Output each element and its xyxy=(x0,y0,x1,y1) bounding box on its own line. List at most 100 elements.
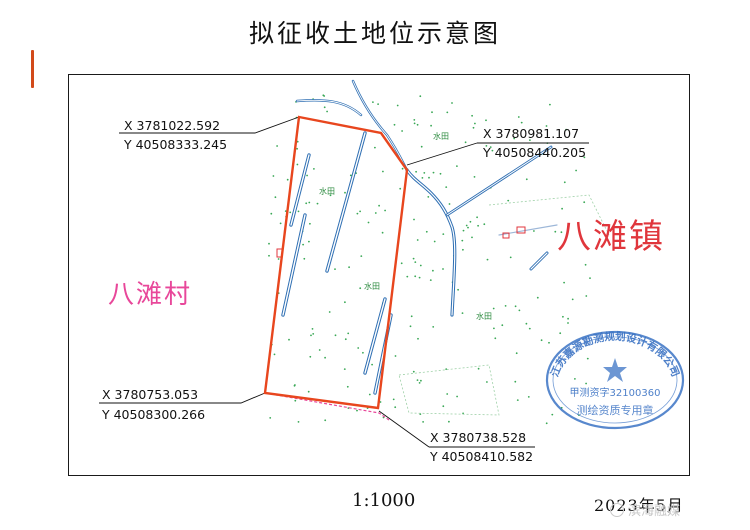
field-dot xyxy=(416,123,419,126)
field-dot xyxy=(425,230,428,233)
field-dot xyxy=(471,236,473,239)
field-dot xyxy=(471,114,473,117)
seal-bottom-text: 测绘资质专用章 xyxy=(577,403,654,417)
field-dot xyxy=(504,305,507,307)
field-dot xyxy=(323,95,326,97)
field-label-3: 水田 xyxy=(476,312,492,321)
field-dot xyxy=(432,326,435,328)
field-dot xyxy=(273,353,276,356)
town-label: 八滩镇 xyxy=(557,217,665,257)
field-dot xyxy=(348,266,350,269)
field-dot xyxy=(268,254,270,257)
structures xyxy=(276,226,526,258)
field-label-1: 水田 xyxy=(319,187,335,196)
field-dot xyxy=(493,327,495,330)
field-dot xyxy=(574,378,576,380)
field-dot xyxy=(308,201,311,204)
field-dot xyxy=(374,212,377,214)
field-boundary-2 xyxy=(488,194,610,236)
field-dot xyxy=(328,311,331,313)
ditch-2-inner xyxy=(326,132,366,272)
field-dot xyxy=(432,171,435,174)
field-dot xyxy=(476,216,478,219)
field-dot xyxy=(344,301,346,304)
leader-top-right xyxy=(406,142,589,166)
field-dot xyxy=(563,181,566,184)
ditch-3-inner xyxy=(282,214,306,316)
field-dot xyxy=(288,338,290,341)
field-dot xyxy=(356,409,358,412)
coord-top-right-y: Y 40508440.205 xyxy=(483,145,587,160)
field-dot xyxy=(474,122,476,125)
field-dot xyxy=(308,240,310,243)
field-dot xyxy=(413,122,416,125)
field-dot xyxy=(477,367,480,370)
field-dot xyxy=(309,222,311,225)
field-dot xyxy=(359,287,362,290)
field-dot xyxy=(416,239,419,241)
field-dot xyxy=(520,121,523,124)
field-dot xyxy=(461,312,464,314)
field-dot xyxy=(514,380,517,383)
leader-bottom-left xyxy=(99,392,266,404)
field-dot xyxy=(296,163,299,166)
field-dot xyxy=(428,176,430,179)
field-dot xyxy=(359,210,361,213)
field-dot xyxy=(515,352,518,355)
field-dot xyxy=(401,167,404,170)
field-dot xyxy=(442,233,445,236)
field-dot xyxy=(551,413,554,416)
field-dot xyxy=(585,295,588,297)
field-dot xyxy=(461,239,464,242)
field-dot xyxy=(545,125,548,127)
field-dot xyxy=(297,421,300,423)
field-dot xyxy=(562,315,564,318)
field-boundaries xyxy=(398,194,610,416)
field-dot xyxy=(561,207,563,210)
coord-bottom-right-y: Y 40508410.582 xyxy=(430,449,534,464)
field-dot xyxy=(448,203,451,205)
field-dot xyxy=(344,191,346,194)
field-dot xyxy=(311,328,314,330)
field-dot xyxy=(277,258,280,260)
field-dot xyxy=(296,140,299,143)
field-dot xyxy=(501,324,504,327)
field-dot xyxy=(427,196,430,198)
field-dot xyxy=(585,382,587,385)
watermark-text: 滨海融媒 xyxy=(628,504,681,519)
field-dot xyxy=(486,381,488,383)
field-dot xyxy=(554,230,557,233)
field-dot xyxy=(516,399,519,401)
field-dot xyxy=(379,401,382,403)
field-dot xyxy=(492,307,495,310)
field-dot xyxy=(456,395,458,398)
field-dot xyxy=(563,281,565,284)
field-dot xyxy=(279,222,282,225)
structure-3 xyxy=(502,232,510,239)
field-dot xyxy=(528,327,531,330)
field-dot xyxy=(409,325,412,328)
field-dot xyxy=(589,277,591,279)
field-dot xyxy=(417,337,419,340)
field-dot xyxy=(393,123,396,126)
field-dot xyxy=(313,168,315,170)
field-dot xyxy=(349,174,352,177)
field-dot xyxy=(346,385,349,388)
field-dot xyxy=(368,393,371,396)
field-dot xyxy=(445,186,448,188)
field-dot xyxy=(423,172,426,174)
field-dot xyxy=(545,422,548,425)
field-dot xyxy=(381,231,384,234)
field-dot xyxy=(324,419,327,422)
field-dot xyxy=(446,393,449,395)
page-title: 拟征收土地位示意图 xyxy=(248,19,501,48)
field-dot xyxy=(419,95,422,98)
coord-top-left-x: X 3781022.592 xyxy=(124,118,221,133)
main-river-inner xyxy=(406,169,456,316)
coord-bottom-left-x: X 3780753.053 xyxy=(102,387,199,402)
field-dot xyxy=(509,256,512,259)
field-dot xyxy=(316,202,319,205)
field-dot xyxy=(548,341,550,344)
coord-bottom-right-x: X 3780738.528 xyxy=(430,430,527,445)
field-dot xyxy=(406,275,409,278)
